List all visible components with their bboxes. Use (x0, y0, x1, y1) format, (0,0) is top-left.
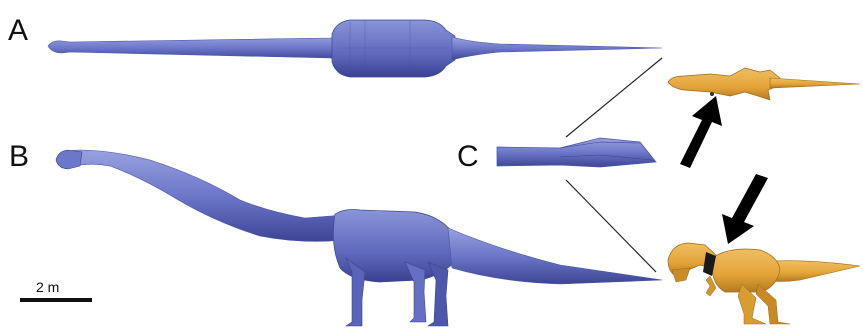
theropod-side-view (668, 243, 860, 324)
arrow-icon (680, 96, 768, 244)
panel-label-a: A (8, 16, 28, 46)
sauropod-side-view (56, 150, 662, 326)
scale-bar-graphic (20, 298, 92, 302)
scale-bar-label: 2 m (36, 280, 59, 294)
theropod-top-view (668, 68, 860, 100)
panel-label-c: C (457, 142, 479, 172)
sauropod-top-view (48, 20, 662, 77)
panel-label-b: B (9, 142, 29, 172)
tail-tip-detail (497, 138, 656, 167)
